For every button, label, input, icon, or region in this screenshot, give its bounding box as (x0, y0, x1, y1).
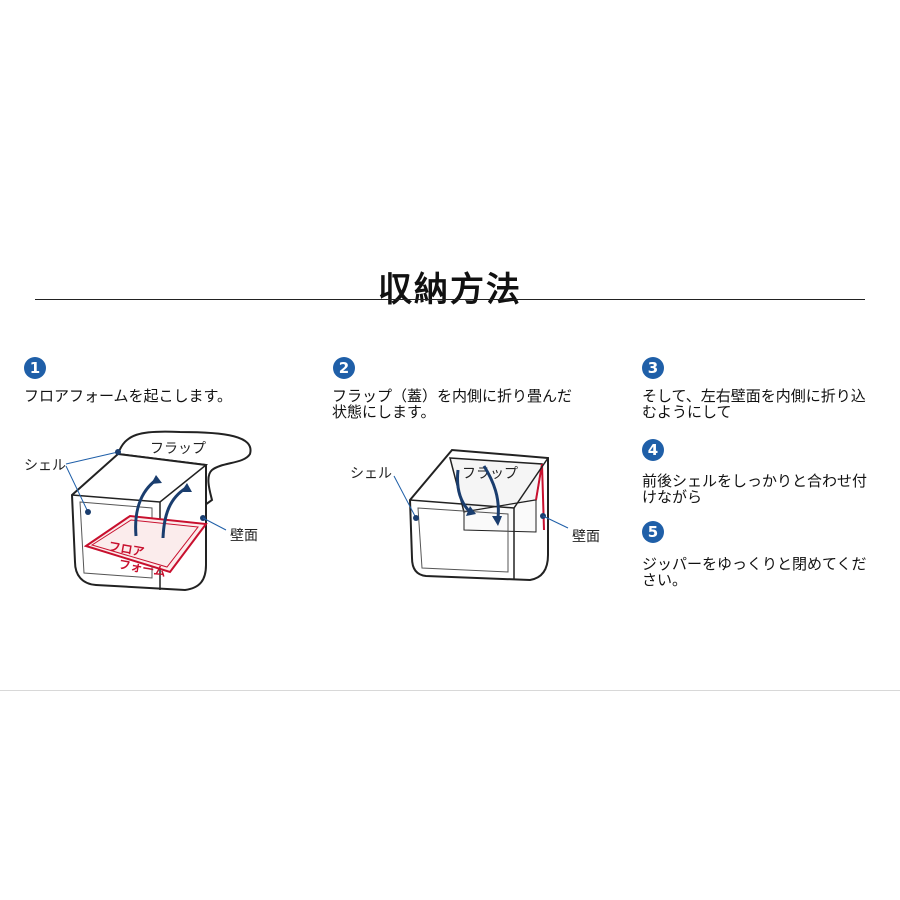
shell-label: シェル (24, 458, 66, 474)
bottom-divider (0, 690, 900, 691)
step-5-text: ジッパーをゆっくりと閉めてくだ さい。 (642, 555, 867, 589)
step-3-text: そして、左右壁面を内側に折り込 むようにして (642, 387, 866, 421)
fold-arrow-right (482, 465, 500, 519)
title-divider (35, 299, 865, 300)
wall-label: 壁面 (230, 528, 258, 544)
shell-label: シェル (350, 466, 392, 482)
step-1-number-badge: 1 (24, 357, 46, 379)
page-title: 収納方法 (378, 270, 522, 310)
flap-label: フラップ (150, 441, 206, 457)
step-4-text: 前後シェルをしっかりと合わせ付 けながら (642, 472, 868, 506)
floor-label-line1: フロア (107, 539, 145, 559)
step-4-number-badge: 4 (642, 439, 664, 461)
step-3-number-badge: 3 (642, 357, 664, 379)
diagram-step-1: フラップ フロア フォーム シェル 壁面 (24, 430, 258, 592)
step-1-text: フロアフォームを起こします。 (24, 387, 233, 405)
step-2-text: フラップ（蓋）を内側に折り畳んだ 状態にします。 (332, 387, 573, 421)
fold-arrow-left (456, 469, 472, 514)
step-2-number-badge: 2 (333, 357, 355, 379)
wall-label: 壁面 (572, 529, 600, 545)
step-5-number-badge: 5 (642, 521, 664, 543)
diagram-step-2: フラップ シェル 壁面 (350, 448, 600, 582)
